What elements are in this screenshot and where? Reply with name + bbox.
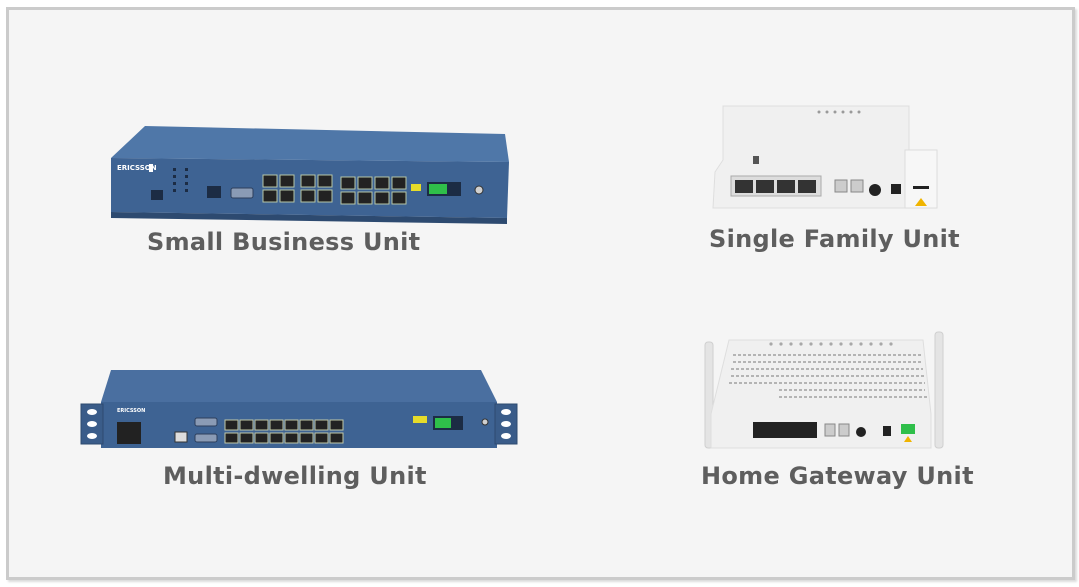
single-family-unit-label: Single Family Unit	[709, 225, 960, 253]
brand-logo-text: ERICSSON	[117, 408, 145, 414]
small-business-unit-image: ERICSSON	[105, 120, 515, 228]
small-business-unit-label: Small Business Unit	[147, 228, 421, 256]
multi-dwelling-unit-image: ERICSSON	[71, 364, 521, 454]
home-gateway-unit-image	[699, 324, 949, 450]
slide-frame: ERICSSON Small Business Unit	[6, 7, 1075, 580]
multi-dwelling-unit-label: Multi-dwelling Unit	[163, 462, 427, 490]
brand-logo-text: ERICSSON	[117, 164, 157, 172]
home-gateway-unit-label: Home Gateway Unit	[701, 462, 974, 490]
single-family-unit-image	[709, 100, 941, 212]
